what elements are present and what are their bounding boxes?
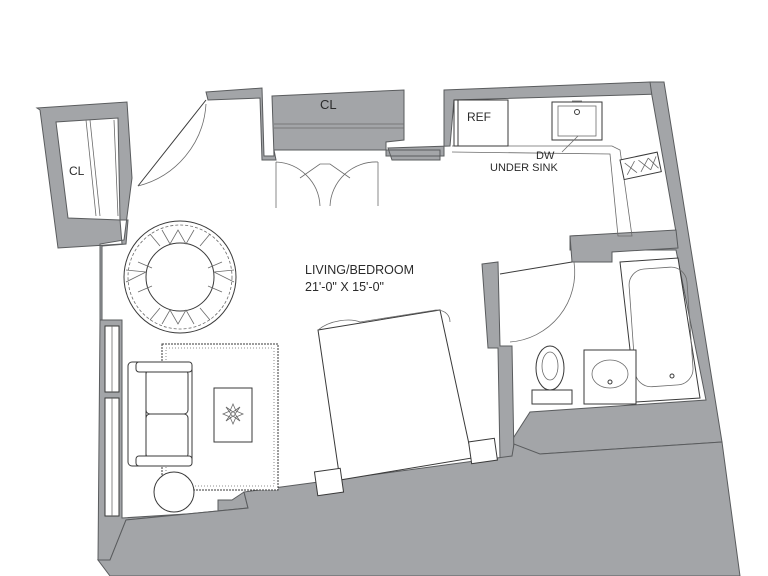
kitchen — [451, 99, 662, 237]
drain-icon — [669, 373, 675, 379]
bathtub-basin — [628, 266, 694, 388]
side-table — [153, 471, 195, 513]
sofa — [127, 361, 193, 467]
faucet-icon — [574, 109, 580, 115]
label-dishwasher: DW — [536, 150, 555, 162]
fridge — [453, 99, 509, 147]
wall-bath-left — [481, 261, 515, 461]
labels: CL CL REF DW UNDER SINK LIVING/BEDROOM 2… — [69, 97, 559, 294]
label-under-sink: UNDER SINK — [490, 162, 559, 174]
round-table — [123, 220, 237, 334]
walls — [35, 81, 741, 576]
furniture — [123, 220, 498, 513]
bed — [313, 309, 498, 497]
label-closet-top: CL — [320, 97, 337, 112]
wall-bottom — [97, 441, 741, 576]
top-closet — [274, 123, 404, 129]
wall-left-upper — [35, 101, 133, 331]
bath-door-leaf — [499, 261, 573, 275]
cooktop — [619, 151, 662, 181]
label-room-name: LIVING/BEDROOM — [305, 263, 414, 277]
toilet-tank — [531, 389, 573, 405]
vanity — [583, 349, 637, 405]
toilet-bowl — [535, 345, 565, 391]
nightstand-right — [468, 437, 498, 465]
label-closet-left: CL — [69, 164, 85, 178]
bath-door-swing — [509, 261, 576, 343]
coffee-table — [213, 387, 253, 443]
entry-door-swing — [137, 103, 207, 187]
entry-door-leaf — [137, 99, 207, 187]
closet-door-left — [275, 161, 321, 208]
vanity-sink-basin — [591, 359, 629, 389]
label-fridge: REF — [467, 110, 491, 124]
wall-bath-top — [569, 229, 679, 263]
dw-leader — [561, 135, 579, 153]
sink — [551, 101, 603, 141]
doors — [137, 99, 576, 343]
bathroom — [531, 257, 701, 405]
label-room-size: 21'-0" X 15'-0" — [305, 280, 384, 294]
flower-icon — [221, 402, 245, 426]
left-closet — [85, 119, 119, 217]
nightstand-left — [313, 467, 345, 497]
counter-outline — [451, 145, 633, 237]
